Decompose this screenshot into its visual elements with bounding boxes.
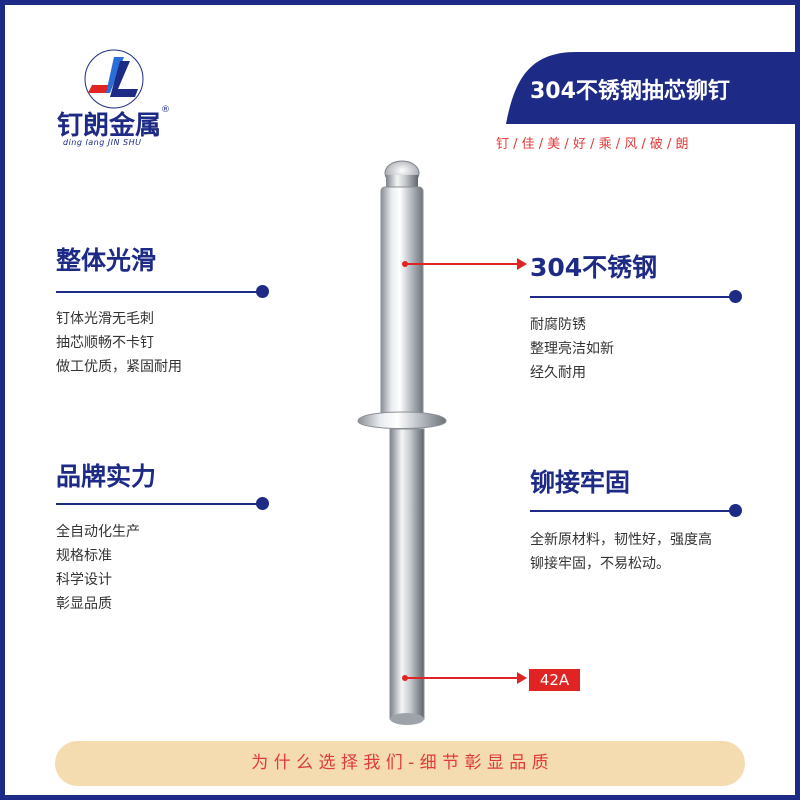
brand-pinyin: ding lang JIN SHU — [63, 138, 142, 147]
feature-line: 铆接牢固，不易松动。 — [530, 556, 670, 572]
arrow-right-icon — [517, 672, 527, 684]
brand-logo-icon — [84, 49, 144, 109]
feature-dot — [729, 290, 742, 303]
feature-divider — [530, 510, 735, 512]
feature-line: 规格标准 — [56, 548, 112, 564]
feature-divider — [530, 296, 735, 298]
brand-name-text: 钉朗金属 — [57, 111, 162, 141]
size-label: 42A — [529, 669, 580, 691]
feature-title-steel: 304不锈钢 — [530, 253, 658, 282]
callout-dot — [402, 675, 408, 681]
feature-line: 耐腐防锈 — [530, 317, 586, 333]
arrow-right-icon — [517, 258, 527, 270]
callout-line — [407, 263, 519, 265]
feature-line: 做工优质，紧固耐用 — [56, 359, 182, 375]
callout-line — [407, 677, 519, 679]
feature-desc-smooth: 钉体光滑无毛刺 抽芯顺畅不卡钉 做工优质，紧固耐用 — [56, 307, 182, 379]
callout-dot — [402, 261, 408, 267]
feature-line: 全新原材料，韧性好，强度高 — [530, 532, 712, 548]
feature-desc-steel: 耐腐防锈 整理亮洁如新 经久耐用 — [530, 313, 614, 385]
product-title: 304不锈钢抽芯铆钉 — [530, 79, 730, 104]
feature-title-brand: 品牌实力 — [56, 462, 157, 491]
feature-divider — [56, 291, 260, 293]
feature-title-smooth: 整体光滑 — [56, 246, 157, 275]
feature-line: 经久耐用 — [530, 365, 586, 381]
feature-dot — [729, 504, 742, 517]
feature-dot — [256, 285, 269, 298]
feature-desc-secure: 全新原材料，韧性好，强度高 铆接牢固，不易松动。 — [530, 528, 712, 576]
feature-line: 抽芯顺畅不卡钉 — [56, 335, 154, 351]
footer-bar — [55, 741, 745, 786]
product-card: 钉朗金属® ding lang JIN SHU 304不锈钢抽芯铆钉 钉 / 佳… — [5, 5, 795, 795]
registered-mark: ® — [161, 105, 171, 115]
title-banner — [506, 52, 795, 124]
feature-desc-brand: 全自动化生产 规格标准 科学设计 彰显品质 — [56, 520, 140, 616]
feature-title-secure: 铆接牢固 — [530, 468, 631, 497]
feature-dot — [256, 497, 269, 510]
feature-line: 全自动化生产 — [56, 524, 140, 540]
slogan: 钉 / 佳 / 美 / 好 / 乘 / 风 / 破 / 朗 — [496, 137, 689, 152]
brand-name: 钉朗金属® — [57, 105, 170, 142]
footer-text: 为 什 么 选 择 我 们 - 细 节 彰 显 品 质 — [251, 753, 549, 773]
rivet-product-image — [350, 155, 450, 735]
feature-line: 整理亮洁如新 — [530, 341, 614, 357]
feature-divider — [56, 503, 260, 505]
feature-line: 科学设计 — [56, 572, 112, 588]
feature-line: 钉体光滑无毛刺 — [56, 311, 154, 327]
feature-line: 彰显品质 — [56, 596, 112, 612]
